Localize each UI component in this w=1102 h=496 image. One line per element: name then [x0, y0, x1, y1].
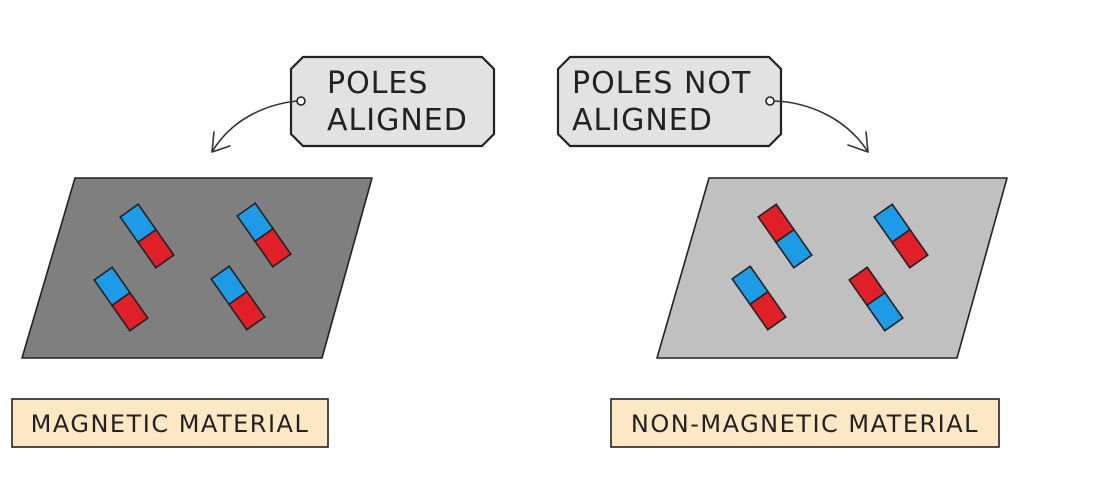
tag-poles-aligned: POLES ALIGNED: [289, 55, 496, 148]
label-text: NON-MAGNETIC MATERIAL: [631, 410, 979, 438]
arrow-curve: [773, 100, 869, 153]
non-magnetic-material-plate: [656, 177, 1008, 359]
south-pole: [865, 291, 904, 332]
north-pole: [227, 290, 266, 331]
tag-hole: [765, 96, 775, 106]
magnet-random-1: [757, 203, 813, 269]
magnet-random-2: [873, 203, 929, 269]
arrow-head-icon: [847, 131, 869, 153]
magnet-aligned-1: [119, 203, 175, 269]
arrow-head-icon: [211, 131, 231, 153]
tag-line-2: ALIGNED: [572, 103, 713, 138]
north-pole: [890, 228, 929, 269]
label-non-magnetic-material: NON-MAGNETIC MATERIAL: [610, 398, 1000, 448]
north-pole: [748, 290, 787, 331]
south-pole: [774, 228, 813, 269]
tag-line-1: POLES: [327, 66, 428, 101]
north-pole: [110, 291, 149, 332]
magnet-aligned-4: [210, 265, 266, 331]
arrow-to-magnetic-plate: [211, 100, 298, 153]
arrow-curve: [211, 100, 298, 153]
label-box: [610, 398, 1000, 448]
north-pole: [253, 227, 292, 268]
arrow-to-non-magnetic-plate: [773, 100, 869, 153]
tag-line-2: ALIGNED: [327, 103, 468, 138]
tag-shape: [556, 55, 783, 148]
label-box: [11, 398, 329, 448]
label-text: MAGNETIC MATERIAL: [31, 410, 310, 438]
tag-line-1: POLES NOT: [572, 66, 751, 101]
magnetic-material-plate: [21, 177, 373, 359]
north-pole: [136, 228, 175, 269]
label-magnetic-material: MAGNETIC MATERIAL: [11, 398, 329, 448]
tag-poles-not-aligned: POLES NOT ALIGNED: [556, 55, 783, 148]
magnet-aligned-2: [236, 202, 292, 268]
tag-shape: [289, 55, 496, 148]
magnet-random-4: [848, 266, 904, 332]
tag-hole: [296, 96, 306, 106]
magnet-aligned-3: [93, 266, 149, 332]
magnet-random-3: [731, 265, 787, 331]
